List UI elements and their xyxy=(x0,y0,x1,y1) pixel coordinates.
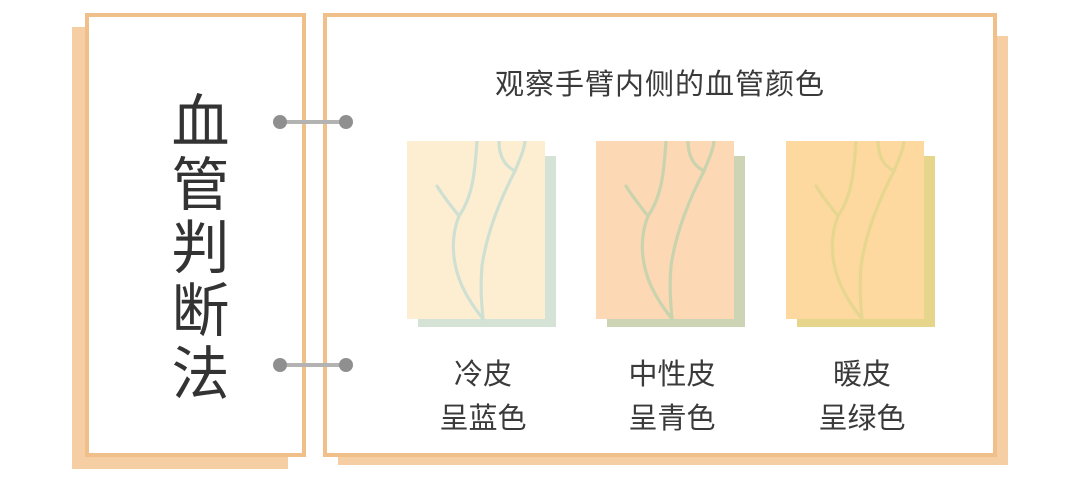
vein-icon xyxy=(435,141,527,321)
ring-connector-top xyxy=(270,111,356,133)
caption-type: 暖皮 xyxy=(832,357,891,391)
skin-sample xyxy=(407,141,545,319)
swatch-warm-skin xyxy=(786,141,936,341)
title-panel: 血管判断法 xyxy=(85,13,306,457)
caption-type: 冷皮 xyxy=(453,357,512,391)
caption-warm-skin: 暖皮 呈绿色 xyxy=(782,352,942,440)
skin-sample xyxy=(786,141,924,319)
caption-vein-color: 呈蓝色 xyxy=(439,401,527,435)
connector-dot-icon xyxy=(339,358,353,372)
vertical-title: 血管判断法 xyxy=(161,91,230,406)
connector-bar xyxy=(280,363,346,367)
swatch-cool-skin xyxy=(407,141,557,341)
connector-dot-icon xyxy=(339,115,353,129)
caption-type: 中性皮 xyxy=(628,357,716,391)
skin-sample xyxy=(596,141,734,319)
vein-icon xyxy=(814,141,906,321)
content-panel: 观察手臂内侧的血管颜色 xyxy=(323,13,997,457)
connector-dot-icon xyxy=(273,358,287,372)
caption-vein-color: 呈绿色 xyxy=(818,401,906,435)
connector-dot-icon xyxy=(273,115,287,129)
swatch-neutral-skin xyxy=(596,141,746,341)
caption-neutral-skin: 中性皮 呈青色 xyxy=(592,352,752,440)
connector-bar xyxy=(280,120,346,124)
caption-vein-color: 呈青色 xyxy=(628,401,716,435)
caption-cool-skin: 冷皮 呈蓝色 xyxy=(403,352,563,440)
vein-icon xyxy=(624,141,716,321)
ring-connector-bottom xyxy=(270,354,356,376)
subtitle: 观察手臂内侧的血管颜色 xyxy=(494,67,825,101)
